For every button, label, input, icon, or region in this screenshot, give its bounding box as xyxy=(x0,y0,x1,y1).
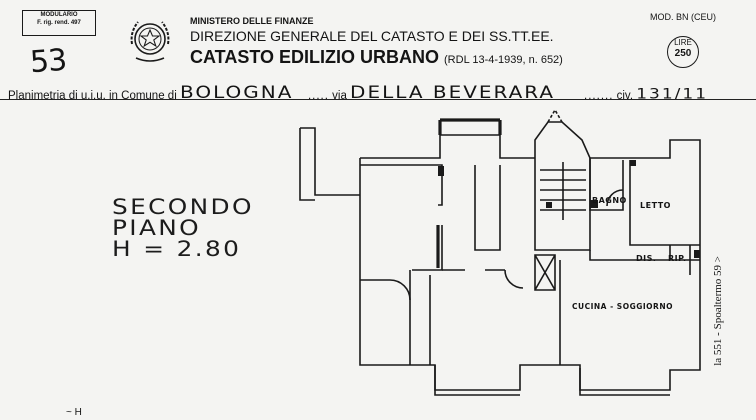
floor-plan-drawing xyxy=(299,108,701,396)
civ-value: 131/11 xyxy=(636,85,709,103)
footer-mark: ~ H xyxy=(66,407,82,418)
floor-line-1: SECONDO xyxy=(112,195,254,219)
plan-frame xyxy=(0,99,756,420)
sheet-number: 53 xyxy=(28,42,68,81)
title-text: CATASTO EDILIZIO URBANO xyxy=(190,47,439,67)
model-code: MOD. BN (CEU) xyxy=(650,12,716,22)
floor-line-2: PIANO xyxy=(112,216,202,240)
ministry-name: MINISTERO DELLE FINANZE xyxy=(190,16,314,26)
modulario-box: MODULARIO F. rig. rend. 497 xyxy=(22,10,96,36)
via-value: DELLA BEVERARA xyxy=(350,81,556,103)
modulario-code: F. rig. rend. 497 xyxy=(37,20,81,26)
room-label-cucina-soggiorno: CUCINA - SOGGIORNO xyxy=(572,302,673,311)
law-reference: (RDL 13-4-1939, n. 652) xyxy=(444,54,563,66)
modulario-title: MODULARIO xyxy=(40,12,78,18)
document-title: CATASTO EDILIZIO URBANO (RDL 13-4-1939, … xyxy=(190,47,563,68)
directorate-name: DIREZIONE GENERALE DEL CATASTO E DEI SS.… xyxy=(190,28,554,44)
floor-line-3: H = 2.80 xyxy=(112,237,242,261)
republic-emblem-icon xyxy=(130,21,170,62)
stamp-value: 250 xyxy=(674,48,692,59)
room-label-dis: DIS. xyxy=(636,254,657,263)
stamp-label: LIRE xyxy=(674,38,692,47)
side-stamp: la 551 - Spoaltermo 59 > xyxy=(712,256,724,366)
floor-notation: SECONDO PIANO H = 2.80 xyxy=(112,197,251,260)
room-label-bagno: BAGNO xyxy=(592,196,627,205)
comune-value: BOLOGNA xyxy=(179,81,294,103)
room-label-letto: LETTO xyxy=(640,201,671,210)
revenue-stamp: LIRE 250 xyxy=(667,36,699,68)
room-label-rip: RIP. xyxy=(668,254,687,263)
